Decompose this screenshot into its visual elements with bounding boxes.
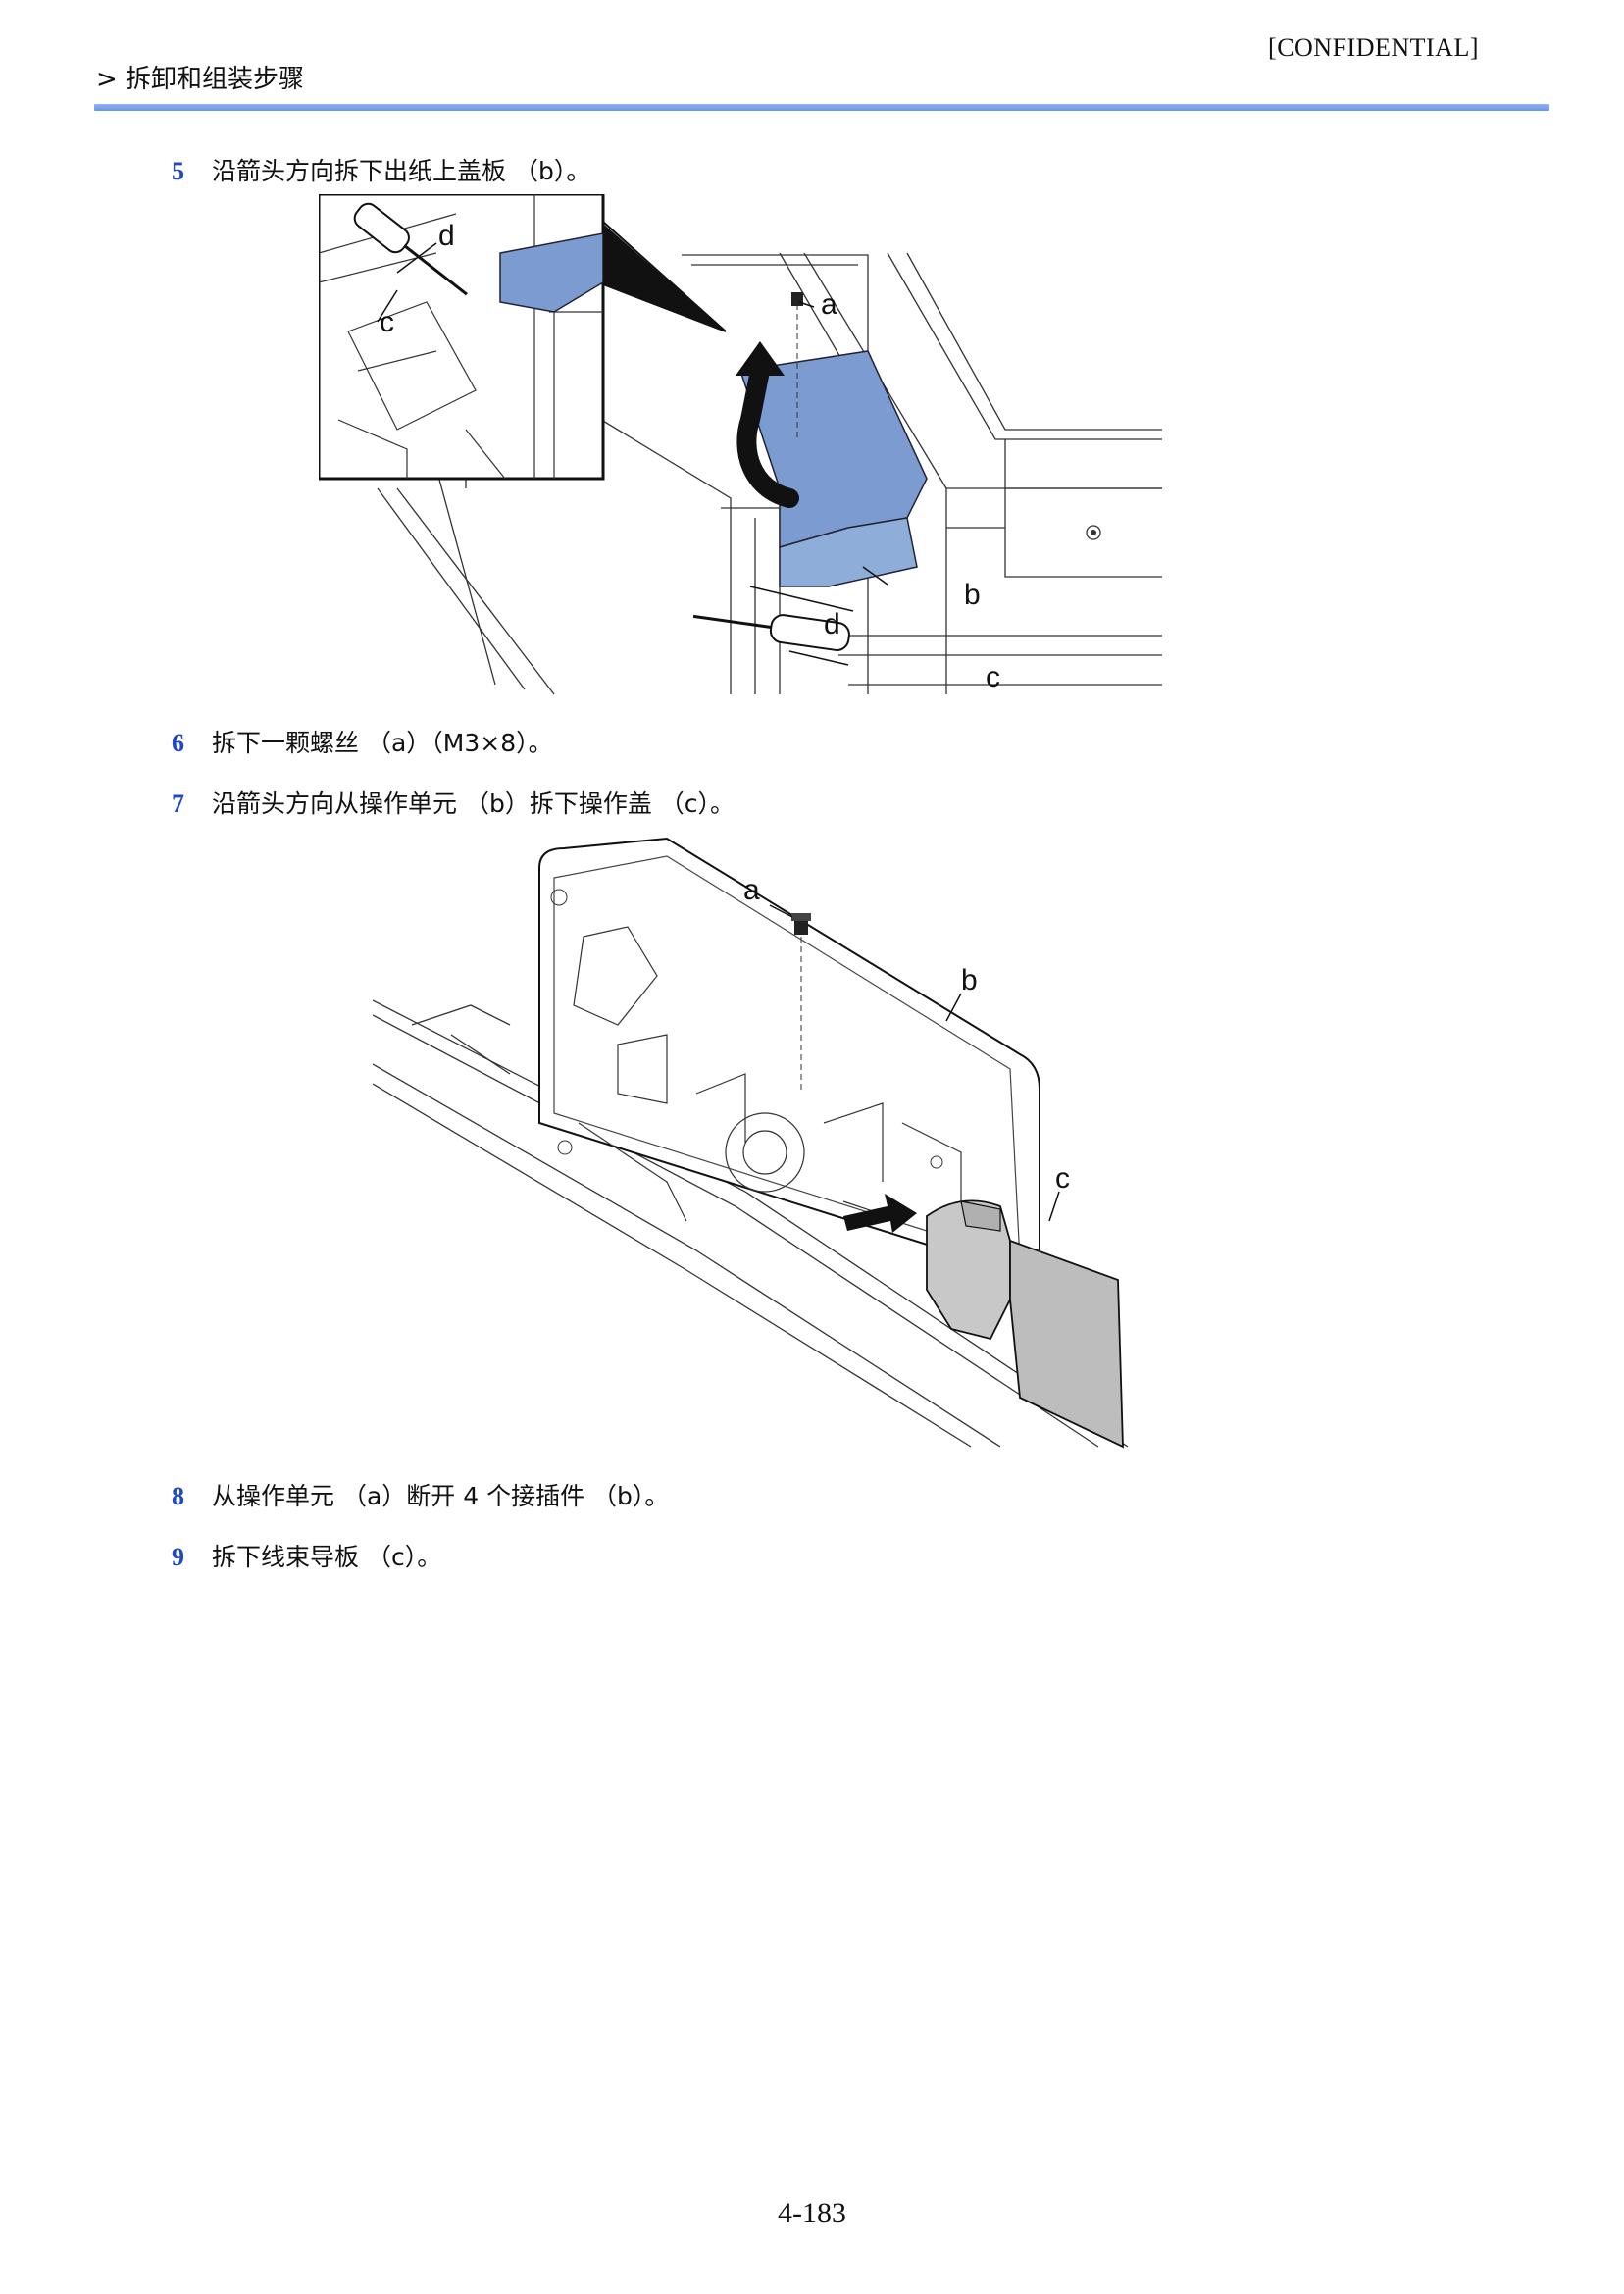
- figure-remove-operation-cover: a b c: [373, 829, 1157, 1456]
- label-b: b: [964, 579, 981, 611]
- step-text: 拆下线束导板 （c）。: [212, 1543, 442, 1571]
- step-text: 拆下一颗螺丝 （a）（M3×8）。: [212, 729, 553, 757]
- label-a: a: [821, 288, 837, 321]
- step-5: 5 沿箭头方向拆下出纸上盖板 （b）。: [172, 152, 590, 187]
- label-d-inset: d: [438, 220, 455, 252]
- step-number: 6: [172, 729, 184, 757]
- step-number: 7: [172, 790, 184, 818]
- label-c-inset: c: [380, 306, 394, 338]
- step-7: 7 沿箭头方向从操作单元 （b）拆下操作盖 （c）。: [172, 785, 735, 820]
- step-6: 6 拆下一颗螺丝 （a）（M3×8）。: [172, 724, 553, 759]
- step-text: 沿箭头方向从操作单元 （b）拆下操作盖 （c）。: [212, 790, 736, 818]
- step-9: 9 拆下线束导板 （c）。: [172, 1538, 441, 1573]
- step-number: 5: [172, 157, 184, 185]
- step-8: 8 从操作单元 （a）断开 4 个接插件 （b）。: [172, 1477, 669, 1512]
- step-number: 9: [172, 1543, 184, 1571]
- breadcrumb: > 拆卸和组装步骤: [96, 65, 305, 94]
- step-text: 沿箭头方向拆下出纸上盖板 （b）。: [212, 157, 591, 185]
- label-c: c: [986, 661, 1000, 693]
- label-c: c: [1055, 1162, 1070, 1195]
- confidential-label: [CONFIDENTIAL]: [1268, 33, 1479, 62]
- header-rule: [94, 104, 1549, 111]
- figure-remove-exit-cover: d c a b d c: [319, 194, 1162, 704]
- label-b: b: [961, 964, 978, 996]
- step-text: 从操作单元 （a）断开 4 个接插件 （b）。: [212, 1482, 670, 1510]
- label-d: d: [824, 608, 840, 640]
- page-number: 4-183: [778, 2197, 846, 2229]
- step-number: 8: [172, 1482, 184, 1510]
- label-a: a: [743, 874, 760, 906]
